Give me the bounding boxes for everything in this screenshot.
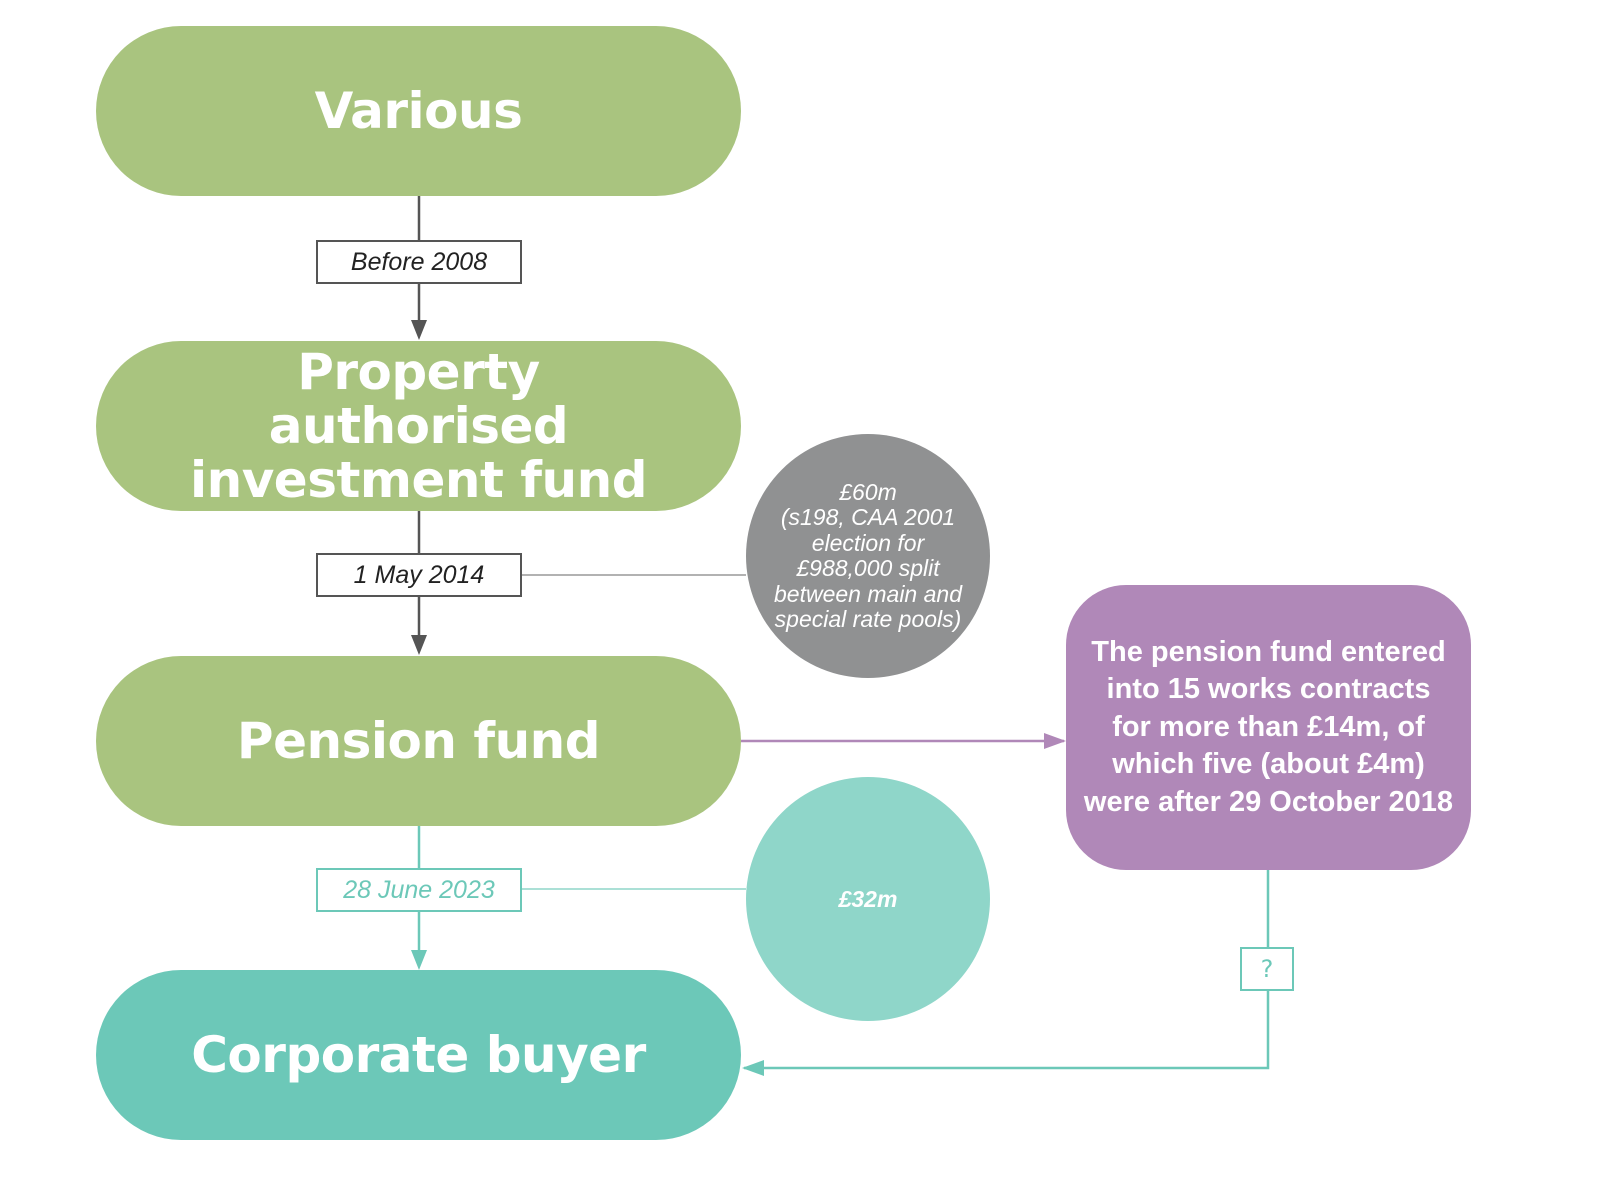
works-contracts-box: The pension fund entered into 15 works c… — [1066, 585, 1471, 870]
node-property-fund: Property authorised investment fund — [96, 341, 741, 511]
date-text: 1 May 2014 — [353, 560, 485, 589]
date-label-june-2023: 28 June 2023 — [316, 868, 522, 912]
unknown-marker: ? — [1240, 947, 1294, 991]
amount-circle-2023: £32m — [746, 777, 990, 1021]
node-corporate-buyer: Corporate buyer — [96, 970, 741, 1140]
node-pension-fund: Pension fund — [96, 656, 741, 826]
works-contracts-text: The pension fund entered into 15 works c… — [1083, 635, 1454, 818]
arrow-head — [411, 950, 427, 970]
node-label: Corporate buyer — [191, 1026, 646, 1084]
question-text: ? — [1260, 955, 1274, 983]
arrow-head — [411, 635, 427, 655]
amount-circle-2014: £60m (s198, CAA 2001 election for £988,0… — [746, 434, 990, 678]
node-label: Pension fund — [236, 712, 601, 770]
date-label-may-2014: 1 May 2014 — [316, 553, 522, 597]
date-text: 28 June 2023 — [343, 875, 495, 904]
date-text: Before 2008 — [350, 247, 488, 276]
amount-title: £32m — [838, 885, 898, 912]
node-label: Property authorised investment fund — [189, 343, 648, 509]
date-label-before-2008: Before 2008 — [316, 240, 522, 284]
node-various: Various — [96, 26, 741, 196]
amount-detail: (s198, CAA 2001 election for £988,000 sp… — [774, 504, 962, 632]
amount-title: £60m — [839, 478, 897, 505]
arrow-head — [411, 320, 427, 340]
node-label: Various — [314, 82, 523, 140]
